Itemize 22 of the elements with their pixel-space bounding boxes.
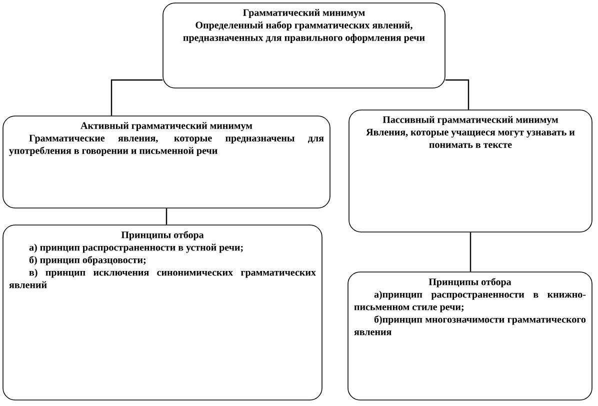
heading: Принципы отбора: [121, 230, 204, 240]
description: Грамматические явления, которые предназначены для употребления в говорении и письменной речи: [9, 134, 324, 156]
description: б)принцип многозначимости грамматического явления: [354, 315, 586, 336]
connector-line: [110, 79, 163, 116]
description: а) принцип распространенности в устной речи;: [29, 244, 243, 253]
heading: Активный грамматический минимум: [80, 122, 252, 132]
concept-box: [348, 110, 592, 232]
description: а)принцип распространенности в книжно-письменном стиле речи;: [354, 290, 586, 312]
concept-box: [162, 2, 446, 88]
connector-line: [470, 232, 472, 272]
description: в) принцип исключения синонимических грамматических явлений: [9, 268, 316, 288]
description: б) принцип образцовости;: [29, 256, 146, 266]
heading: Грамматический минимум: [243, 9, 365, 18]
description: Явления, которые учащиеся могут узнавать и понимать в тексте: [366, 128, 575, 148]
heading: Принципы отбора: [428, 278, 512, 288]
concept-box: [2, 116, 330, 208]
connector-line: [166, 208, 168, 225]
heading: Пассивный грамматический минимум: [382, 116, 558, 126]
description: Определенный набор грамматических явлений, предназначенных для правильного оформления речи: [183, 21, 425, 44]
connector-line: [445, 79, 470, 110]
principles-box: [348, 272, 592, 400]
principles-box: [2, 224, 322, 400]
